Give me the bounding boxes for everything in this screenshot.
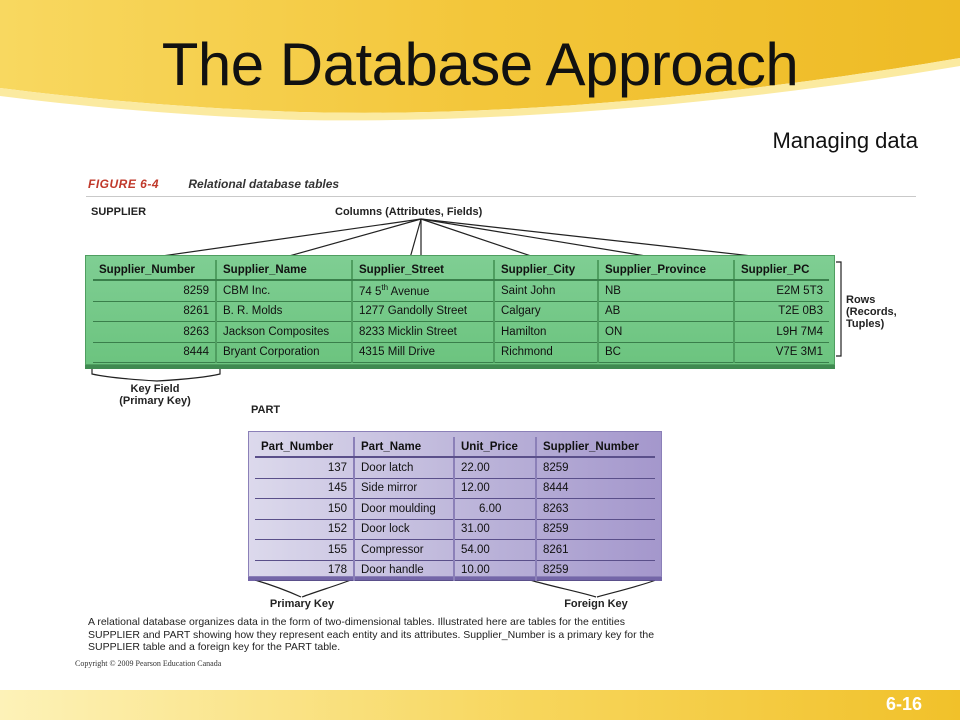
table-cell: L9H 7M4 xyxy=(733,321,829,343)
slide-subtitle: Managing data xyxy=(772,128,918,153)
supplier-header: Supplier_City xyxy=(493,260,598,281)
table-cell: Saint John xyxy=(493,280,598,302)
copyright-notice: Copyright © 2009 Pearson Education Canad… xyxy=(75,659,222,668)
rows-label-line: Rows xyxy=(846,294,876,306)
supplier-table: Supplier_Number Supplier_Name Supplier_S… xyxy=(93,260,829,363)
figure-title: Relational database tables xyxy=(188,177,340,191)
table-row: 150 Door moulding 6.00 8263 xyxy=(255,498,655,520)
key-field-label-line: (Primary Key) xyxy=(119,395,191,407)
table-cell: 22.00 xyxy=(453,457,536,479)
table-cell: 8259 xyxy=(535,560,655,581)
part-header: Unit_Price xyxy=(453,437,536,458)
table-cell: 8261 xyxy=(535,539,655,561)
table-cell: CBM Inc. xyxy=(215,280,352,302)
table-cell: 4315 Mill Drive xyxy=(351,342,494,363)
key-field-label-line: Key Field xyxy=(130,383,180,395)
supplier-header: Supplier_Name xyxy=(215,260,352,281)
table-row: 8259 CBM Inc. 74 5th Avenue Saint John N… xyxy=(93,280,829,302)
columns-label: Columns (Attributes, Fields) xyxy=(335,206,483,218)
foreign-key-label: Foreign Key xyxy=(564,598,628,610)
table-cell: Jackson Composites xyxy=(215,321,352,343)
figure-caption: FIGURE 6-4 Relational database tables xyxy=(88,177,339,191)
table-cell: 8263 xyxy=(535,498,655,520)
table-cell: ON xyxy=(597,321,734,343)
slide-number: 6-16 xyxy=(885,694,922,714)
table-cell: 6.00 xyxy=(453,498,536,520)
table-cell: T2E 0B3 xyxy=(733,301,829,322)
table-cell: 8259 xyxy=(535,519,655,540)
table-cell: 8259 xyxy=(93,280,216,302)
table-cell: 178 xyxy=(255,560,354,581)
table-row: 8444 Bryant Corporation 4315 Mill Drive … xyxy=(93,342,829,363)
table-cell: 54.00 xyxy=(453,539,536,561)
supplier-header: Supplier_PC xyxy=(733,260,829,281)
footer-bar xyxy=(0,690,960,720)
table-cell: 8261 xyxy=(93,301,216,322)
table-cell: 150 xyxy=(255,498,354,520)
table-cell: Door handle xyxy=(353,560,454,581)
key-field-label: Key Field (Primary Key) xyxy=(100,383,210,407)
supplier-header-row: Supplier_Number Supplier_Name Supplier_S… xyxy=(93,260,829,281)
table-cell: 152 xyxy=(255,519,354,540)
table-cell: 10.00 xyxy=(453,560,536,581)
part-header: Part_Number xyxy=(255,437,354,458)
supplier-header: Supplier_Number xyxy=(93,260,216,281)
table-row: 178 Door handle 10.00 8259 xyxy=(255,560,655,581)
table-cell: B. R. Molds xyxy=(215,301,352,322)
figure-description: A relational database organizes data in … xyxy=(88,616,655,653)
table-row: 137 Door latch 22.00 8259 xyxy=(255,457,655,479)
table-row: 155 Compressor 54.00 8261 xyxy=(255,539,655,561)
supplier-header: Supplier_Street xyxy=(351,260,494,281)
primary-key-label: Primary Key xyxy=(269,598,335,610)
part-header-row: Part_Number Part_Name Unit_Price Supplie… xyxy=(255,437,655,458)
figure-rule xyxy=(86,196,916,197)
slide-title: The Database Approach xyxy=(161,31,799,98)
rows-label: Rows (Records, Tuples) xyxy=(846,294,897,330)
table-cell: 8444 xyxy=(93,342,216,363)
supplier-header: Supplier_Province xyxy=(597,260,734,281)
table-cell: 8263 xyxy=(93,321,216,343)
table-cell: Calgary xyxy=(493,301,598,322)
part-table: Part_Number Part_Name Unit_Price Supplie… xyxy=(255,437,655,581)
table-cell: 31.00 xyxy=(453,519,536,540)
header-swoosh xyxy=(0,0,960,121)
table-row: 8263 Jackson Composites 8233 Micklin Str… xyxy=(93,321,829,343)
table-cell: Richmond xyxy=(493,342,598,363)
table-cell: 137 xyxy=(255,457,354,479)
table-cell: Compressor xyxy=(353,539,454,561)
part-label: PART xyxy=(251,404,281,416)
part-header: Part_Name xyxy=(353,437,454,458)
part-header: Supplier_Number xyxy=(535,437,655,458)
table-cell: V7E 3M1 xyxy=(733,342,829,363)
table-cell: Bryant Corporation xyxy=(215,342,352,363)
rows-label-line: Tuples) xyxy=(846,318,885,330)
table-cell: BC xyxy=(597,342,734,363)
table-cell: AB xyxy=(597,301,734,322)
figure-number: FIGURE 6-4 xyxy=(88,177,160,191)
table-cell: Door latch xyxy=(353,457,454,479)
table-row: 152 Door lock 31.00 8259 xyxy=(255,519,655,540)
table-row: 8261 B. R. Molds 1277 Gandolly Street Ca… xyxy=(93,301,829,322)
table-cell: NB xyxy=(597,280,734,302)
table-cell: 8259 xyxy=(535,457,655,479)
table-cell: 145 xyxy=(255,478,354,499)
table-cell: E2M 5T3 xyxy=(733,280,829,302)
table-cell: Hamilton xyxy=(493,321,598,343)
table-cell: 12.00 xyxy=(453,478,536,499)
table-cell: 155 xyxy=(255,539,354,561)
table-cell: Door moulding xyxy=(353,498,454,520)
rows-label-line: (Records, xyxy=(846,306,897,318)
supplier-label: SUPPLIER xyxy=(91,206,147,218)
table-cell: Side mirror xyxy=(353,478,454,499)
table-cell: 8233 Micklin Street xyxy=(351,321,494,343)
table-cell: Door lock xyxy=(353,519,454,540)
table-cell: 8444 xyxy=(535,478,655,499)
table-cell: 74 5th Avenue xyxy=(351,280,494,302)
table-cell: 1277 Gandolly Street xyxy=(351,301,494,322)
table-row: 145 Side mirror 12.00 8444 xyxy=(255,478,655,499)
